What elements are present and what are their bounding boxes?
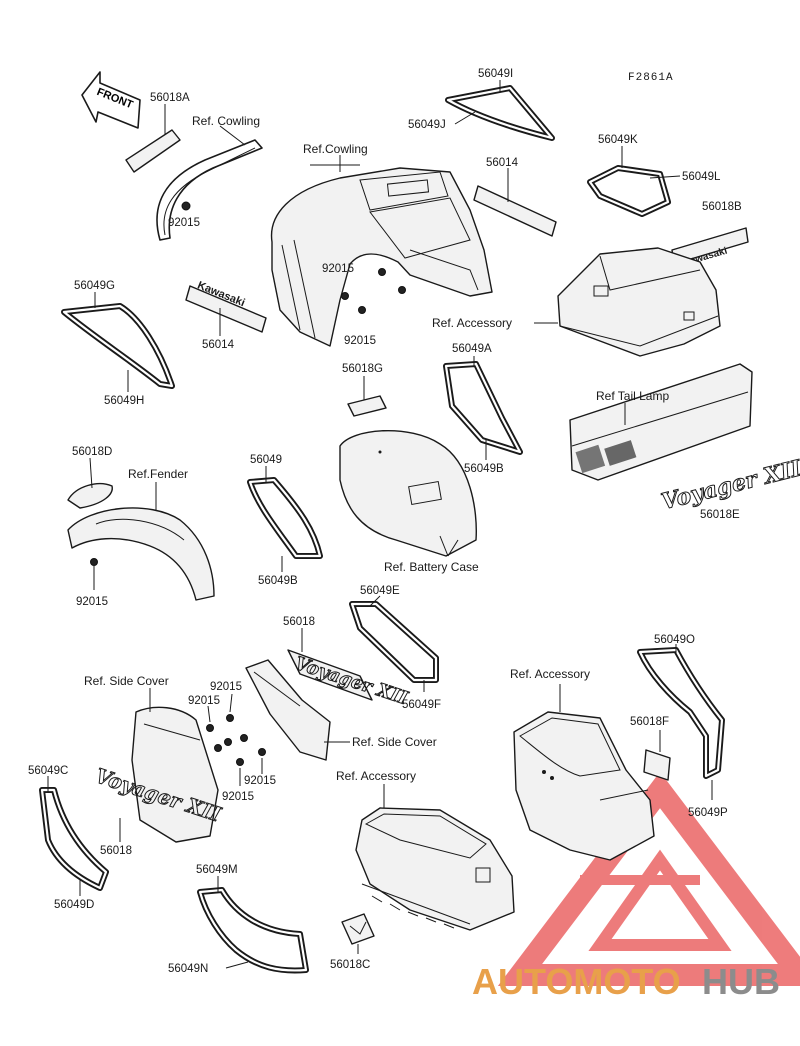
screw-92015-b [341, 292, 349, 300]
label-56018D: 56018D [72, 446, 112, 458]
label-56049J: 56049J [408, 119, 446, 131]
label-92015-b: 92015 [322, 263, 354, 275]
strip-56014-top [473, 168, 557, 237]
label-56049N: 56049N [168, 963, 208, 975]
saddlebag-right [513, 684, 655, 861]
screw-92015-a [181, 201, 191, 211]
rear-fender [67, 482, 215, 601]
gasket-56049K [587, 146, 681, 217]
cowling-trim-strip [156, 125, 263, 241]
decal-56018A [125, 104, 181, 173]
label-56049E: 56049E [360, 585, 400, 597]
label-92015-f: 92015 [188, 695, 220, 707]
label-56018: 56018 [283, 616, 315, 628]
gasket-56049C [39, 776, 109, 896]
trunk-accessory [534, 247, 721, 357]
tag-56018F [643, 730, 671, 781]
label-56049F: 56049F [402, 699, 441, 711]
label-92015-e: 92015 [210, 681, 242, 693]
label-56014-top: 56014 [486, 157, 519, 169]
label-56049L: 56049L [682, 171, 721, 183]
label-56018G: 56018G [342, 363, 383, 375]
label-56018A: 56018A [150, 92, 190, 104]
gasket-56049I [445, 80, 555, 141]
battery-case [339, 429, 477, 557]
label-92015-c: 92015 [344, 335, 376, 347]
label-56049B-top: 56049B [464, 463, 504, 475]
label-ref-side-cover-right: Ref. Side Cover [352, 735, 437, 749]
label-ref-fender: Ref.Fender [128, 467, 188, 481]
strip-56014-left: Kawasaki [185, 279, 267, 336]
gasket-56049 [247, 466, 323, 572]
label-56049H: 56049H [104, 395, 144, 407]
label-92015-a: 92015 [168, 217, 200, 229]
label-56018-bottom: 56018 [100, 845, 132, 857]
gasket-56049M [197, 876, 309, 974]
label-56049A: 56049A [452, 343, 492, 355]
gasket-56049E [349, 595, 439, 692]
decal-56018D [67, 457, 113, 509]
label-56049D: 56049D [54, 899, 94, 911]
label-56049P: 56049P [688, 807, 728, 819]
label-56049I: 56049I [478, 68, 513, 80]
decal-voyager-56018: Voyager XII [287, 628, 411, 710]
label-ref-accessory-bottom: Ref. Accessory [336, 769, 416, 783]
gasket-56049A [443, 356, 523, 460]
watermark-logo [497, 771, 800, 986]
label-56049: 56049 [250, 454, 282, 466]
screw-92015-b2 [378, 268, 386, 276]
label-92015-g: 92015 [244, 775, 276, 787]
label-56049K: 56049K [598, 134, 638, 146]
label-56049C: 56049C [28, 765, 68, 777]
screw-92015-b3 [398, 286, 406, 294]
saddlebag-bottom [355, 784, 515, 931]
label-56049O: 56049O [654, 634, 695, 646]
tail-lamp [569, 363, 753, 481]
side-cover-left [131, 688, 219, 843]
screw-92015-d [90, 558, 98, 566]
label-56049M: 56049M [196, 864, 238, 876]
front-arrow-icon: FRONT [81, 71, 141, 129]
decal-voyager-56018E: Voyager XII [658, 455, 800, 516]
label-ref-accessory-right: Ref. Accessory [510, 667, 590, 681]
label-56014-left: 56014 [202, 339, 235, 351]
label-56018B: 56018B [702, 201, 742, 213]
label-92015-d: 92015 [76, 596, 108, 608]
screws-92015-group [206, 693, 266, 786]
figure-code: F2861A [628, 72, 674, 84]
screw-92015-c [358, 306, 366, 314]
label-56018F: 56018F [630, 716, 669, 728]
tag-56018C [341, 913, 375, 954]
watermark-part1: AUTOMOTO [472, 961, 681, 1002]
label-56018C: 56018C [330, 959, 370, 971]
fairing-cowling [270, 167, 493, 347]
label-ref-cowling-top: Ref. Cowling [192, 114, 260, 128]
watermark-part2: HUB [702, 961, 780, 1002]
tag-56018G [347, 376, 387, 417]
label-56049B-mid: 56049B [258, 575, 298, 587]
label-ref-accessory-top: Ref. Accessory [432, 316, 512, 330]
label-ref-battery-case: Ref. Battery Case [384, 560, 479, 574]
gasket-56049G [61, 292, 175, 392]
label-56018E: 56018E [700, 509, 740, 521]
watermark-text: AUTOMOTO HUB [472, 961, 780, 1002]
label-ref-cowling: Ref.Cowling [303, 142, 368, 156]
label-ref-tail-lamp: Ref Tail Lamp [596, 389, 669, 403]
gasket-56049O [637, 644, 725, 800]
side-cover-right [245, 659, 350, 761]
label-92015-h: 92015 [222, 791, 254, 803]
label-ref-side-cover-left: Ref. Side Cover [84, 674, 169, 688]
svg-text:Voyager XII: Voyager XII [659, 455, 800, 515]
label-56049G: 56049G [74, 280, 115, 292]
